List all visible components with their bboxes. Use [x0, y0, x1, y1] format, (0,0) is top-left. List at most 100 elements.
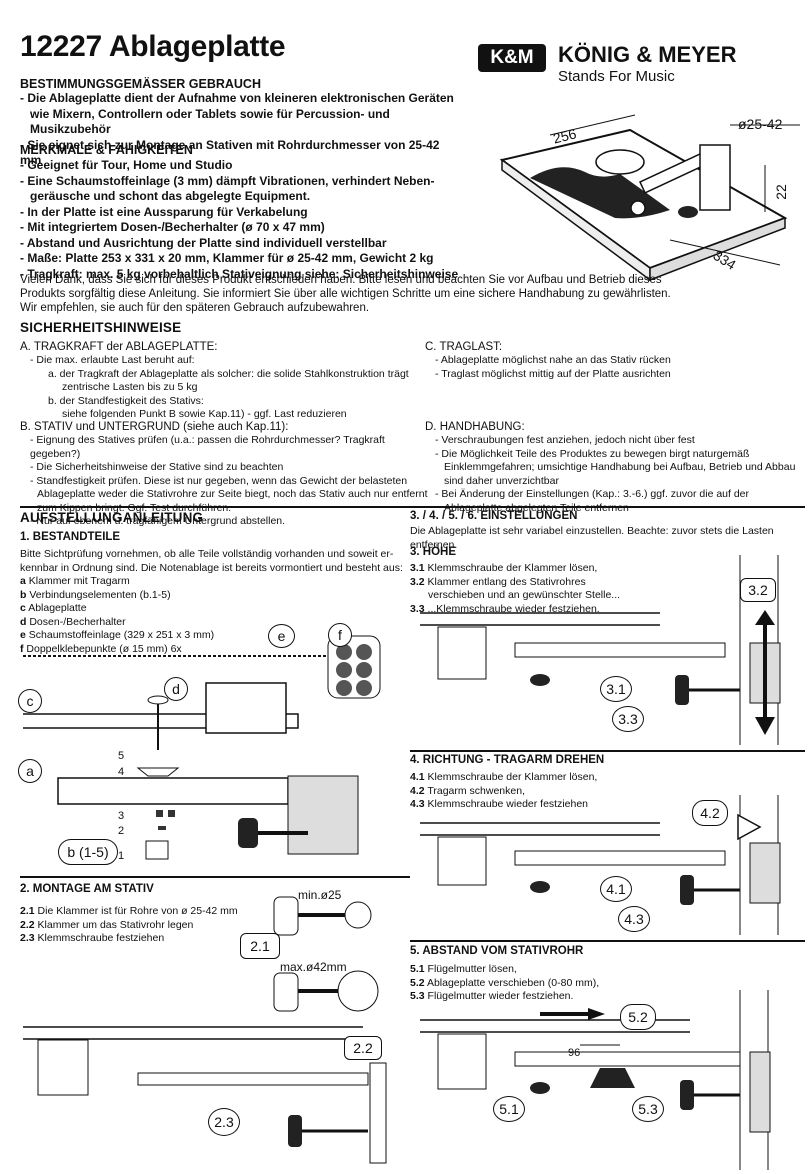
km-logo: K&M	[478, 44, 546, 72]
product-illustration	[499, 114, 800, 282]
sub-part-5: 5	[118, 750, 125, 762]
safety-c-title: C. TRAGLAST:	[425, 341, 503, 353]
safety-b: B. STATIV und UNTERGRUND (siehe auch Kap…	[20, 420, 430, 529]
safety-c: C. TRAGLAST: - Ablageplatte möglichst na…	[425, 340, 800, 381]
mount-steps: 2.1 Die Klammer ist für Rohre von ø 25-4…	[20, 905, 238, 944]
part-d-label: d	[164, 677, 188, 701]
direction-illustration	[420, 795, 781, 935]
height-illustration	[420, 555, 781, 745]
parts-item: f Doppelklebepunkte (ø 15 mm) 6x	[20, 642, 182, 655]
brand-slogan: Stands For Music	[558, 68, 675, 85]
direction-step-4-1: 4.1	[600, 876, 632, 902]
direction-step-4-3: 4.3	[618, 906, 650, 932]
intro-line: Vielen Dank, dass Sie sich für dieses Pr…	[20, 274, 662, 286]
height-step-3-2: 3.2	[740, 578, 776, 602]
parts-item: d Dosen-/Becherhalter	[20, 615, 126, 628]
distance-heading: 5. ABSTAND VOM STATIVROHR	[410, 945, 584, 957]
safety-line: Ablageplatte weder die Stativrohre zur S…	[37, 488, 428, 500]
height-step-3-1: 3.1	[600, 676, 632, 702]
safety-line: - Die Möglichkeit Teile des Produktes zu…	[435, 447, 750, 460]
safety-b-title: B. STATIV und UNTERGRUND (siehe auch Kap…	[20, 421, 289, 433]
safety-line: a. der Tragkraft der Ablageplatte als so…	[48, 367, 409, 380]
usage-line: - Sie eignet sich zur Montage an Stative…	[20, 137, 440, 168]
safety-line: sind daher unverzichtbar	[444, 474, 559, 487]
safety-heading: SICHERHEITSHINWEISE	[20, 320, 182, 335]
usage-line: wie Mixern, Controllern oder Tablets sow…	[30, 106, 390, 137]
parts-illustration	[23, 635, 381, 860]
intro-text: Vielen Dank, dass Sie sich für dieses Pr…	[20, 273, 800, 315]
mount-illustration	[23, 896, 387, 1164]
intro-line: Wir empfehlen, sie auch für den späteren…	[20, 302, 370, 314]
usage-line: - Die Ablageplatte dient der Aufnahme vo…	[20, 91, 454, 105]
intro-line: Produkts sorgfältig diese Anleitung. Sie…	[20, 288, 671, 300]
direction-steps: 4.1 Klemmschraube der Klammer lösen, 4.2…	[410, 771, 598, 810]
features-section: MERKMALE & FÄHIGKEITEN - Geeignet für To…	[20, 143, 465, 282]
settings-note: Die Ablageplatte ist sehr variabel einzu…	[410, 525, 805, 552]
feature-line: - Abstand und Ausrichtung der Platte sin…	[20, 235, 387, 250]
safety-a-title: A. TRAGKRAFT der ABLAGEPLATTE:	[20, 341, 218, 353]
safety-line: - Nur auf ebenem u. tragfähigem Untergru…	[30, 515, 286, 527]
sub-part-3: 3	[118, 810, 125, 822]
safety-line: - Die Sicherheitshinweise der Stative si…	[30, 461, 284, 473]
parts-intro-line: Bitte Sichtprüfung vornehmen, ob alle Te…	[20, 548, 394, 560]
usage-heading: BESTIMMUNGSGEMÄSSER GEBRAUCH	[20, 77, 261, 91]
distance-illustration	[420, 990, 771, 1170]
sub-part-2: 2	[118, 825, 125, 837]
safety-line: b. der Standfestigkeit des Stativs:	[48, 394, 204, 407]
feature-line: - Eine Schaumstoffeinlage (3 mm) dämpft …	[20, 173, 435, 188]
height-step-3-3: 3.3	[612, 706, 644, 732]
mount-step-2-3: 2.3	[208, 1108, 240, 1136]
distance-step-5-3: 5.3	[632, 1096, 664, 1122]
parts-heading: 1. BESTANDTEILE	[20, 531, 121, 543]
safety-line: - Verschraubungen fest anziehen, jedoch …	[435, 434, 695, 446]
brand-name: KÖNIG & MEYER	[558, 42, 737, 67]
usage-section: BESTIMMUNGSGEMÄSSER GEBRAUCH - Die Ablag…	[20, 77, 460, 169]
feature-line: - In der Platte ist eine Aussparung für …	[20, 204, 308, 219]
direction-heading: 4. RICHTUNG - TRAGARM DREHEN	[410, 754, 605, 766]
mount-heading: 2. MONTAGE AM STATIV	[20, 883, 154, 895]
dim-96: 96	[568, 1047, 581, 1059]
divider	[410, 750, 805, 752]
safety-line: - Traglast möglichst mittig auf der Plat…	[435, 367, 671, 380]
mount-min: min.ø25	[298, 888, 342, 902]
safety-line: - Ablageplatte möglichst nahe an das Sta…	[435, 354, 671, 366]
height-heading: 3. HÖHE	[410, 546, 457, 558]
divider	[20, 506, 410, 508]
sub-part-4: 4	[118, 766, 125, 778]
distance-step-5-2: 5.2	[620, 1004, 656, 1030]
feature-line: - Mit integriertem Dosen-/Becherhalter (…	[20, 220, 325, 234]
page-title: 12227 Ablageplatte	[20, 30, 286, 63]
sub-part-1: 1	[118, 850, 125, 862]
safety-line: - Eignung des Statives prüfen (u.a.: pas…	[30, 434, 385, 460]
dim-diameter: ø25-42	[738, 116, 783, 132]
parts-item: b Verbindungselementen (b.1-5)	[20, 588, 171, 601]
height-steps: 3.1 Klemmschraube der Klammer lösen, 3.2…	[410, 562, 621, 615]
setup-heading: AUFSTELLUNGANLEITUNG	[20, 510, 204, 525]
mount-step-2-2: 2.2	[344, 1036, 382, 1060]
safety-line: siehe folgenden Punkt B sowie Kap.11) - …	[62, 408, 347, 420]
divider	[20, 876, 410, 878]
safety-d-title: D. HANDHABUNG:	[425, 421, 525, 433]
divider	[410, 940, 805, 942]
safety-line: - Bei Änderung der Einstellungen (Kap.: …	[435, 488, 750, 500]
part-b-label: b (1-5)	[58, 839, 118, 865]
dim-22: 22	[772, 184, 789, 200]
part-f-label: f	[328, 623, 352, 647]
parts-intro-line: kennbar in Ordnung sind. Die Notenablage…	[20, 561, 403, 574]
distance-steps: 5.1 Flügelmutter lösen, 5.2 Ablageplatte…	[410, 963, 600, 1002]
direction-step-4-2: 4.2	[692, 800, 728, 826]
parts-item: e Schaumstoffeinlage (329 x 251 x 3 mm)	[20, 629, 215, 641]
parts-text: Bitte Sichtprüfung vornehmen, ob alle Te…	[20, 548, 410, 656]
feature-line: - Geeignet für Tour, Home und Studio	[20, 158, 233, 172]
feature-line: - Maße: Platte 253 x 331 x 20 mm, Klamme…	[20, 251, 434, 265]
safety-line: - Die max. erlaubte Last beruht auf:	[30, 354, 195, 366]
parts-item: c Ablageplatte	[20, 602, 87, 614]
distance-step-5-1: 5.1	[493, 1096, 525, 1122]
part-c-label: c	[18, 689, 42, 713]
feature-line: geräusche und schont das abgelegte Equip…	[30, 189, 311, 203]
safety-line: Einklemmgefahren; umsichtige Handhabung …	[444, 461, 796, 473]
divider	[410, 506, 805, 508]
mount-max: max.ø42mm	[280, 960, 347, 974]
parts-item: a Klammer mit Tragarm	[20, 575, 130, 587]
safety-line: - Standfestigkeit prüfen. Diese ist nur …	[30, 474, 408, 487]
